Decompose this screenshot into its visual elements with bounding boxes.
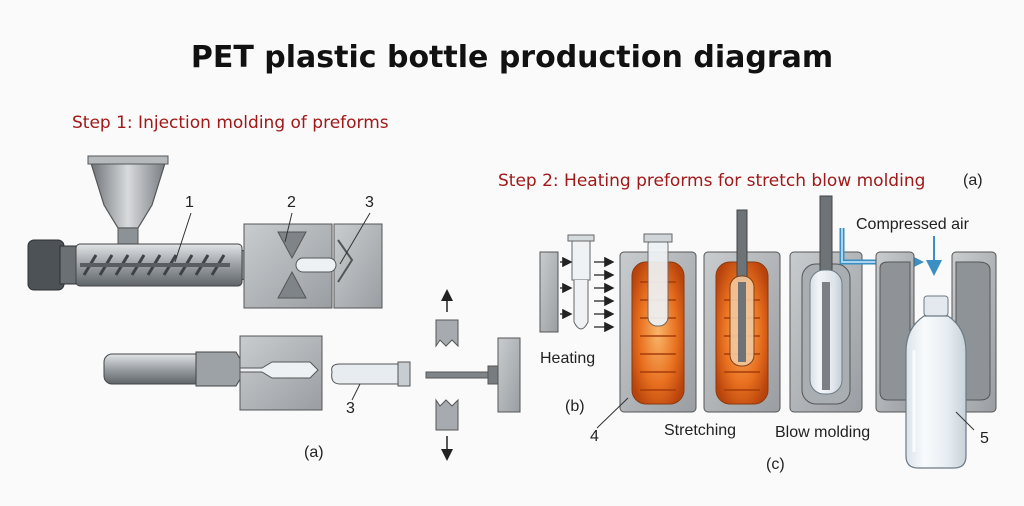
callout-3-preform: 3 (346, 400, 355, 417)
heating-label: Heating (540, 350, 596, 367)
compressed-air-label: Compressed air (856, 216, 969, 233)
preform-ejected (331, 361, 411, 387)
injection-barrel (75, 243, 270, 287)
step1-leaders (174, 212, 371, 401)
split-cavity (435, 289, 459, 461)
step1-sublabel-a: (a) (304, 444, 324, 461)
heating-mold (619, 233, 697, 413)
callout-5: 5 (980, 430, 989, 447)
open-mold-halves (875, 251, 997, 413)
injection-unit-lower (103, 351, 243, 387)
step2-heading-tag: (a) (963, 172, 983, 189)
heater-bank (539, 234, 615, 333)
page-title: PET plastic bottle production diagram (190, 40, 834, 75)
stretching-label: Stretching (664, 422, 737, 439)
callout-2: 2 (287, 194, 296, 211)
stretching-mold (703, 209, 781, 413)
hopper (87, 155, 169, 247)
finished-bottle (905, 295, 967, 469)
mold-plate-lower (239, 335, 323, 411)
callout-4: 4 (590, 428, 599, 445)
injection-mold (243, 223, 383, 309)
blow-mold (789, 195, 863, 413)
callout-1: 1 (185, 194, 194, 211)
blow-molding-label: Blow molding (775, 424, 871, 441)
step2-leaders (596, 397, 975, 431)
step2-heading: Step 2: Heating preforms for stretch blo… (498, 171, 926, 191)
callout-3: 3 (365, 194, 374, 211)
core-ejector (425, 337, 521, 413)
step1-heading: Step 1: Injection molding of preforms (72, 113, 389, 133)
sublabel-b: (b) (565, 398, 585, 415)
motor-drive (27, 239, 77, 291)
sublabel-c: (c) (766, 456, 785, 473)
